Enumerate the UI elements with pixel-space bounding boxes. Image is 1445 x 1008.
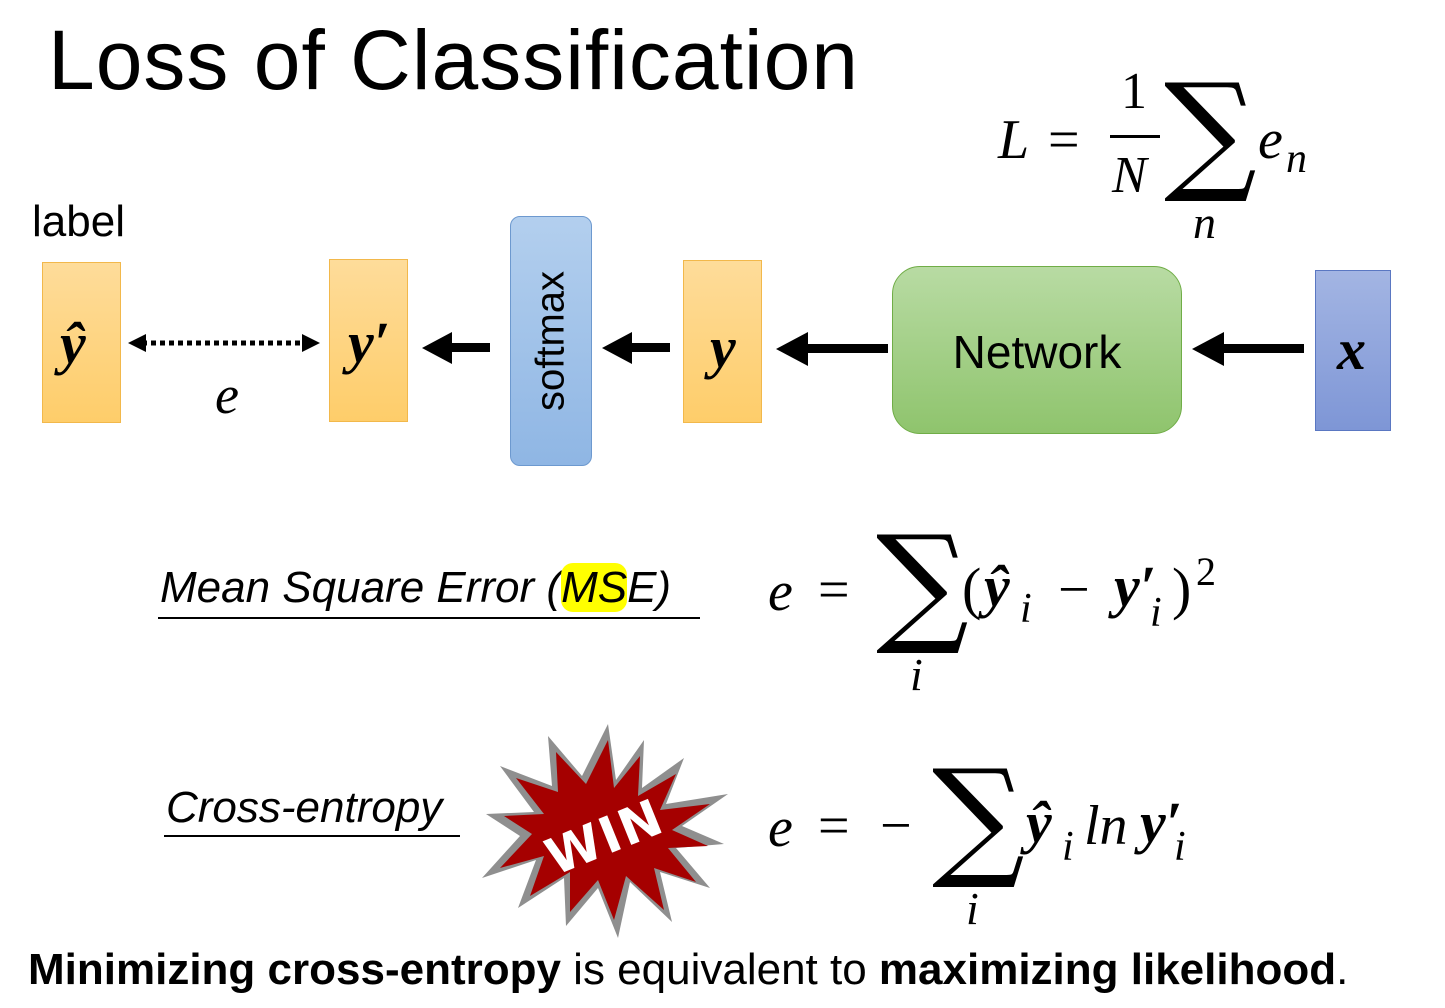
- mse-power: 2: [1196, 549, 1216, 594]
- arrow-network-to-y: [776, 332, 888, 366]
- loss-lhs: L: [998, 109, 1030, 171]
- conclusion-part2: is equivalent to: [560, 945, 879, 994]
- ce-yhat-sub: i: [1062, 824, 1074, 870]
- loss-term-base: e: [1258, 109, 1283, 171]
- loss-denominator: N: [1112, 147, 1147, 204]
- ce-yhat: ŷ: [1026, 790, 1052, 855]
- loss-sum-index: n: [1193, 197, 1216, 248]
- mse-yhat: ŷ: [984, 554, 1010, 619]
- mse-lhs: e: [768, 561, 793, 623]
- ce-ln: ln: [1084, 795, 1128, 857]
- ce-sum-sign: ∑: [932, 741, 1025, 893]
- network-label: Network: [952, 326, 1122, 378]
- softmax-box: softmax: [510, 216, 592, 466]
- softmax-label: softmax: [528, 270, 573, 412]
- loss-numerator: 1: [1121, 63, 1147, 120]
- y-hat-symbol: ŷ: [60, 311, 86, 376]
- mse-eq: =: [818, 559, 850, 621]
- ce-sum-index: i: [966, 883, 979, 934]
- mse-sum-sign: ∑: [876, 507, 969, 659]
- label-caption: label: [32, 197, 125, 246]
- loss-sum-sign: ∑: [1164, 55, 1257, 207]
- arrow-x-to-network: [1192, 332, 1304, 366]
- mse-yprime-sub: i: [1150, 590, 1162, 636]
- cross-entropy-label: Cross-entropy: [166, 783, 443, 832]
- mse-label-part1: Mean Square Error (: [160, 563, 562, 612]
- mse-label-highlight: MS: [561, 563, 628, 612]
- mse-label-part2: E): [627, 563, 672, 612]
- input-x-box: x: [1315, 270, 1391, 431]
- ce-eq: =: [818, 795, 850, 857]
- mse-underline: [158, 617, 700, 619]
- cross-entropy-underline: [164, 835, 460, 837]
- y-prime-symbol: y′: [348, 310, 391, 375]
- ce-yprime: y′: [1140, 790, 1183, 855]
- y-symbol: y: [710, 315, 736, 380]
- x-symbol: x: [1337, 317, 1366, 382]
- mse-label: Mean Square Error (MSE): [160, 563, 672, 612]
- page-title: Loss of Classification: [48, 13, 860, 107]
- mse-minus: −: [1058, 559, 1090, 621]
- error-double-arrow: [128, 334, 320, 352]
- conclusion-text: Minimizing cross-entropy is equivalent t…: [28, 948, 1348, 992]
- mse-close-paren: ): [1172, 556, 1192, 621]
- mse-yhat-sub: i: [1020, 586, 1032, 632]
- y-prime-box: y′: [329, 259, 408, 422]
- mse-yprime: y′: [1114, 554, 1157, 619]
- win-badge-icon: WIN: [482, 724, 728, 938]
- ce-yprime-sub: i: [1174, 824, 1186, 870]
- ce-neg: −: [880, 795, 912, 857]
- loss-eq: =: [1048, 109, 1080, 171]
- network-box: Network: [892, 266, 1182, 434]
- arrow-y-to-softmax: [602, 332, 670, 364]
- error-e-symbol: e: [215, 365, 239, 425]
- label-vector-box: ŷ: [42, 262, 121, 423]
- mse-open-paren: (: [962, 556, 982, 621]
- mse-sum-index: i: [910, 649, 923, 700]
- y-output-box: y: [683, 260, 762, 423]
- conclusion-part1: Minimizing cross-entropy: [28, 945, 561, 994]
- conclusion-part3: maximizing likelihood: [878, 945, 1337, 994]
- ce-lhs: e: [768, 797, 793, 859]
- fraction-bar: [1110, 135, 1160, 138]
- arrow-softmax-to-yprime: [422, 332, 490, 364]
- conclusion-part4: .: [1336, 945, 1349, 994]
- loss-term-sub: n: [1286, 136, 1307, 182]
